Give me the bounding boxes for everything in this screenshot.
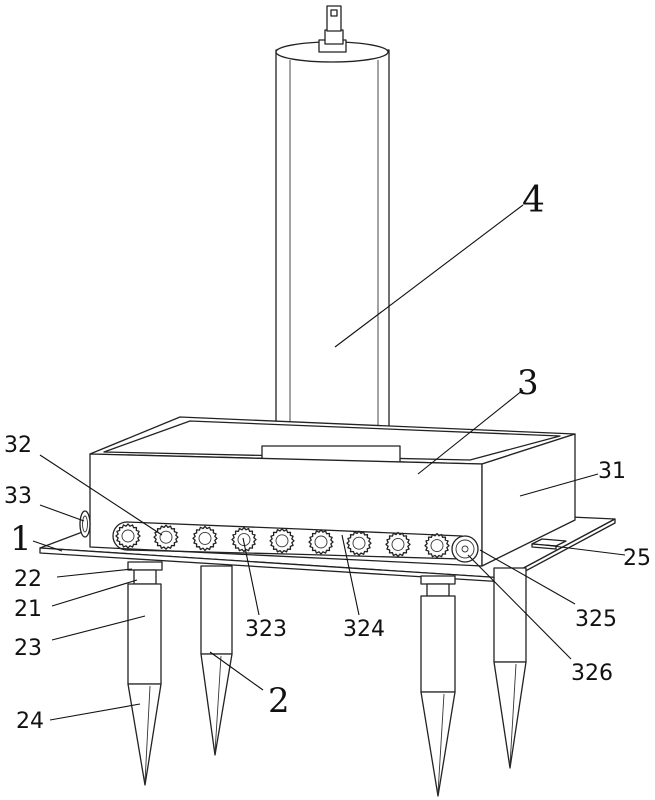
roller-gear xyxy=(116,524,140,548)
label-33: 33 xyxy=(4,484,32,509)
top-motor xyxy=(319,6,346,52)
label-1: 1 xyxy=(10,519,32,559)
label-31: 31 xyxy=(598,459,626,484)
roller-gear xyxy=(309,530,333,554)
label-25: 25 xyxy=(623,546,651,571)
label-2: 2 xyxy=(268,681,290,721)
label-22: 22 xyxy=(14,567,42,592)
side-knob xyxy=(80,511,90,537)
label-24: 24 xyxy=(16,709,44,734)
roller-gear xyxy=(386,532,410,556)
roller-gear xyxy=(347,531,371,555)
leg-front-right xyxy=(421,576,455,796)
cylinder-column xyxy=(276,42,389,454)
roller-gear xyxy=(425,534,449,558)
leg-back-left xyxy=(201,566,232,755)
roller-gear xyxy=(270,529,294,553)
label-21: 21 xyxy=(14,597,42,622)
leg-front-left xyxy=(128,562,162,785)
drive-wheel xyxy=(452,536,478,562)
label-325: 325 xyxy=(575,607,617,632)
label-3: 3 xyxy=(517,363,539,403)
label-23: 23 xyxy=(14,636,42,661)
roller-gear xyxy=(154,525,178,549)
label-323: 323 xyxy=(245,617,287,642)
label-4: 4 xyxy=(522,180,545,221)
label-326: 326 xyxy=(571,661,613,686)
roller-gear xyxy=(193,526,217,550)
roller-gear xyxy=(232,528,256,552)
label-324: 324 xyxy=(343,617,385,642)
label-32: 32 xyxy=(4,433,32,458)
